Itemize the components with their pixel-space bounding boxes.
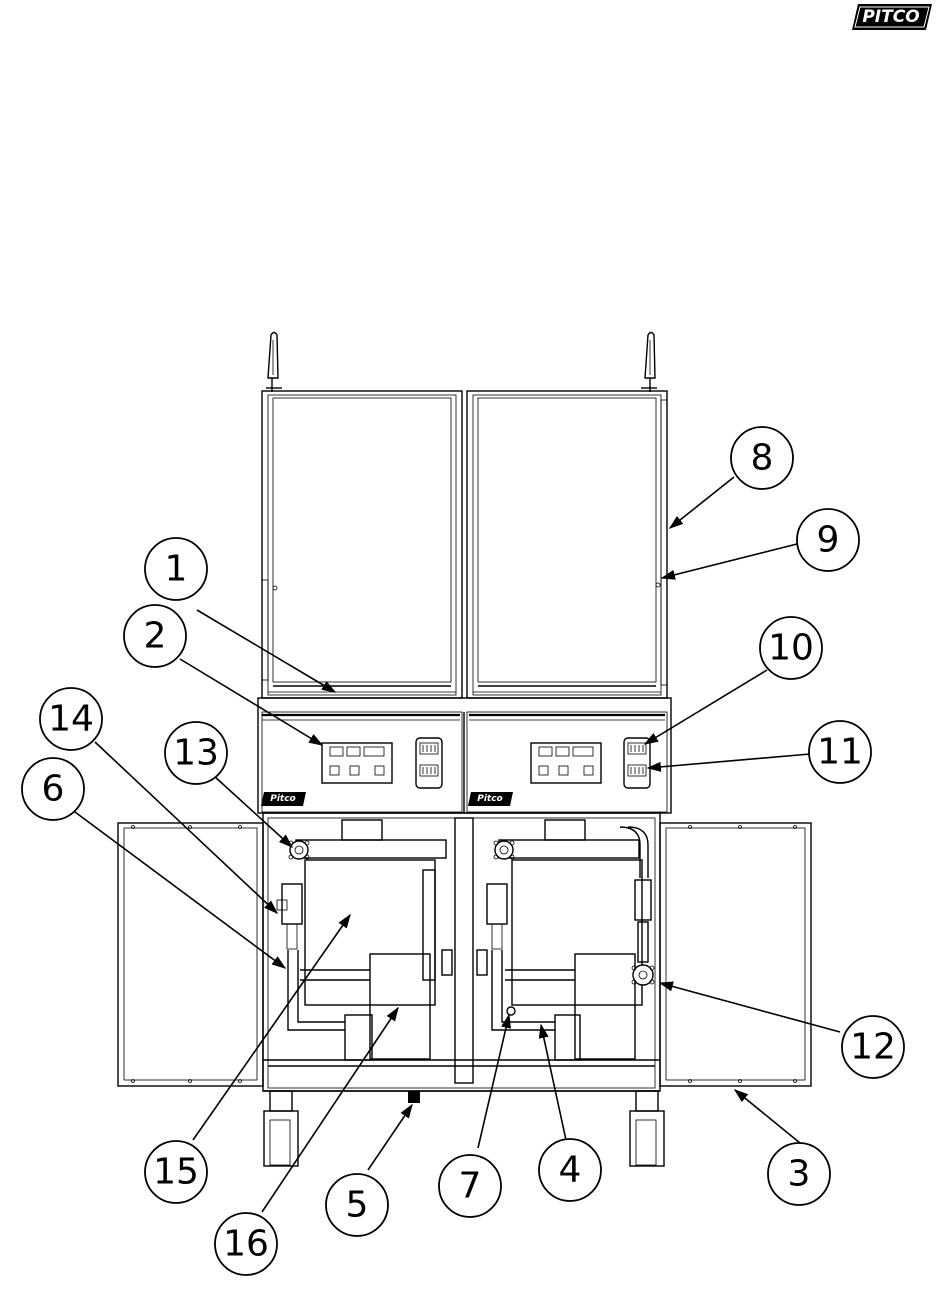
svg-text:13: 13 — [173, 733, 219, 774]
callout-4: 4 — [539, 1139, 601, 1201]
callout-7: 7 — [439, 1155, 501, 1217]
panel-logo-right: Pitco — [468, 792, 513, 806]
callout-16: 16 — [215, 1213, 277, 1275]
leader-15 — [193, 915, 350, 1140]
svg-text:Pitco: Pitco — [477, 794, 503, 804]
brand-logo-text: PITCO — [862, 7, 919, 27]
svg-text:10: 10 — [768, 628, 814, 669]
svg-text:9: 9 — [817, 520, 840, 561]
return-valve — [632, 965, 654, 985]
callout-10: 10 — [760, 617, 822, 679]
lid-left — [262, 391, 462, 698]
svg-text:16: 16 — [223, 1224, 269, 1265]
callout-1: 1 — [145, 538, 207, 600]
leader-13 — [214, 776, 292, 847]
callout-15: 15 — [145, 1141, 207, 1203]
rocker-switches-left — [416, 738, 442, 788]
controller-left — [322, 743, 392, 783]
callout-8: 8 — [731, 427, 793, 489]
svg-text:11: 11 — [817, 732, 863, 773]
leader-9 — [662, 544, 797, 578]
lid-right — [467, 391, 667, 698]
leader-3 — [735, 1090, 800, 1143]
leader-10 — [645, 670, 767, 744]
svg-text:4: 4 — [559, 1150, 582, 1191]
rocker-switches-right — [624, 738, 650, 788]
caster-left — [264, 1091, 298, 1166]
callout-13: 13 — [165, 722, 227, 784]
callout-5: 5 — [326, 1174, 388, 1236]
panel-logo-left: Pitco — [261, 792, 306, 806]
controller-right — [531, 743, 601, 783]
svg-text:1: 1 — [165, 549, 188, 590]
callout-12: 12 — [842, 1016, 904, 1078]
drain-valve-left — [289, 841, 309, 859]
leader-7 — [478, 1015, 509, 1148]
callout-9: 9 — [797, 509, 859, 571]
basket-handle-right — [641, 333, 657, 393]
basket-handle-left — [266, 333, 282, 393]
vat-right-plumbing — [477, 820, 654, 1060]
svg-text:6: 6 — [42, 769, 65, 810]
control-panel: Pitco — [258, 698, 671, 813]
svg-text:7: 7 — [459, 1166, 482, 1207]
svg-text:8: 8 — [751, 438, 774, 479]
leader-4 — [541, 1025, 566, 1140]
caster-right — [630, 1091, 664, 1166]
leader-11 — [648, 754, 810, 768]
callout-6: 6 — [22, 758, 84, 820]
callout-14: 14 — [40, 688, 102, 750]
svg-text:Pitco: Pitco — [270, 794, 296, 804]
drain-valve-right — [494, 841, 514, 859]
leader-5 — [368, 1105, 412, 1170]
leader-8 — [670, 477, 734, 528]
callout-bubbles: 1 2 3 4 5 6 7 8 — [22, 427, 904, 1275]
svg-text:12: 12 — [850, 1027, 896, 1068]
callout-11: 11 — [809, 721, 871, 783]
brand-logo: PITCO — [852, 4, 932, 30]
svg-text:14: 14 — [48, 699, 94, 740]
callout-2: 2 — [124, 605, 186, 667]
callout-3: 3 — [768, 1143, 830, 1205]
vat-left-plumbing — [277, 820, 452, 1060]
svg-text:15: 15 — [153, 1152, 199, 1193]
svg-text:3: 3 — [788, 1154, 811, 1195]
leader-12 — [660, 983, 840, 1032]
cabinet-interior — [263, 813, 660, 1091]
svg-text:5: 5 — [346, 1185, 369, 1226]
leveling-foot — [408, 1091, 420, 1103]
svg-text:2: 2 — [144, 616, 167, 657]
door-right-open — [660, 823, 811, 1086]
door-left-open — [118, 823, 263, 1086]
